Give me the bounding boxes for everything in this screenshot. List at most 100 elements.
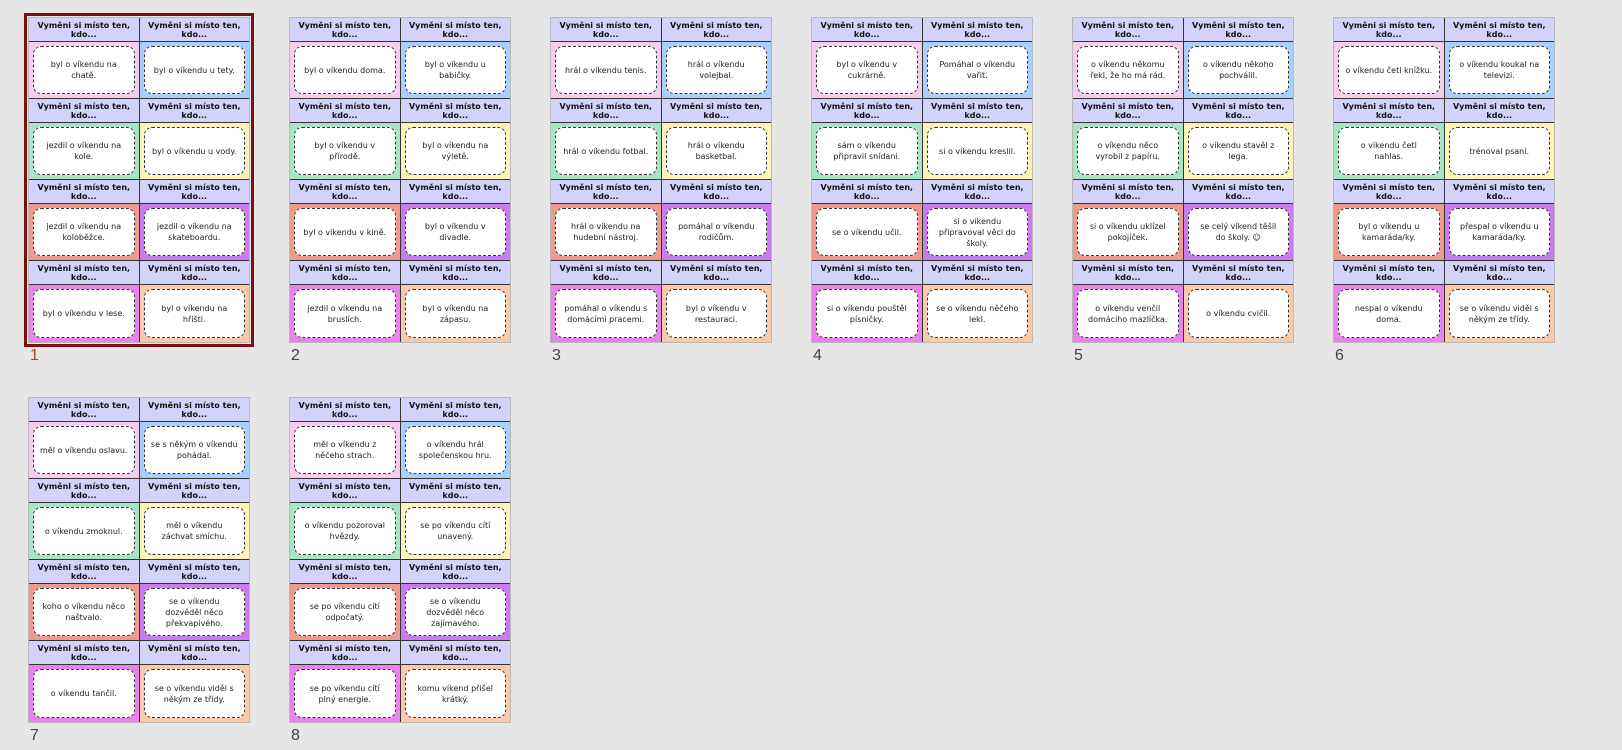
slide-thumbnail[interactable]: Vyměni si místo ten, kdo...měl o víkendu…	[289, 397, 513, 744]
card-body: jezdil o víkendu na koloběžce.	[29, 204, 139, 260]
card-row: Vyměni si místo ten, kdo...se po víkendu…	[290, 560, 510, 641]
card-header: Vyměni si místo ten, kdo...	[139, 180, 249, 204]
slide-thumbnail[interactable]: Vyměni si místo ten, kdo...byl o víkendu…	[289, 17, 513, 364]
card-row: Vyměni si místo ten, kdo...hrál o víkend…	[551, 99, 771, 180]
card-text: hrál o víkendu basketbal.	[665, 127, 767, 175]
card-text: měl o víkendu z něčeho strach.	[294, 426, 396, 474]
card-text: byl o víkendu v kině.	[294, 208, 396, 256]
card-header: Vyměni si místo ten, kdo...	[290, 479, 400, 503]
game-card: Vyměni si místo ten, kdo...byl o víkendu…	[400, 180, 510, 261]
card-body: o víkendu hrál společenskou hru.	[400, 422, 510, 478]
game-card: Vyměni si místo ten, kdo...o víkendu něk…	[1073, 18, 1184, 99]
card-header: Vyměni si místo ten, kdo...	[1073, 99, 1183, 123]
card-body: byl o víkendu na výletě.	[400, 123, 510, 179]
card-body: byl o víkendu v restauraci.	[661, 285, 771, 342]
game-card: Vyměni si místo ten, kdo...si o víkendu …	[922, 99, 1032, 180]
card-body: si o víkendu připravoval věci do školy.	[922, 204, 1032, 260]
slide-preview[interactable]: Vyměni si místo ten, kdo...o víkendu něk…	[1072, 17, 1294, 343]
card-text: o víkendu hrál společenskou hru.	[404, 426, 506, 474]
card-header: Vyměni si místo ten, kdo...	[29, 398, 139, 422]
card-header: Vyměni si místo ten, kdo...	[1183, 180, 1293, 204]
card-row: Vyměni si místo ten, kdo...o víkendu tan…	[29, 641, 249, 722]
card-body: měl o víkendu z něčeho strach.	[290, 422, 400, 478]
card-text: o víkendu zmoknul.	[33, 507, 135, 555]
card-text: hrál o víkendu volejbal.	[665, 46, 767, 94]
card-header: Vyměni si místo ten, kdo...	[1183, 261, 1293, 285]
game-card: Vyměni si místo ten, kdo...byl o víkendu…	[139, 261, 249, 342]
slide-preview[interactable]: Vyměni si místo ten, kdo...byl o víkendu…	[24, 13, 254, 347]
card-header: Vyměni si místo ten, kdo...	[661, 261, 771, 285]
card-text: si o víkendu připravoval věci do školy.	[926, 208, 1028, 256]
game-card: Vyměni si místo ten, kdo... o víkendu hrá…	[400, 398, 510, 479]
card-row: Vyměni si místo ten, kdo...si o víkendu …	[812, 261, 1032, 342]
game-card: Vyměni si místo ten, kdo...byl o víkendu…	[400, 99, 510, 180]
game-card: Vyměni si místo ten, kdo...jezdil o víke…	[139, 180, 249, 261]
game-card: Vyměni si místo ten, kdo...byl o víkendu…	[290, 99, 401, 180]
card-row: Vyměni si místo ten, kdo...nespal o víke…	[1334, 261, 1554, 342]
slide-preview[interactable]: Vyměni si místo ten, kdo...měl o víkendu…	[28, 397, 250, 723]
card-body: o víkendu četl knížku.	[1334, 42, 1444, 98]
card-header: Vyměni si místo ten, kdo...	[290, 560, 400, 584]
card-body: hrál o víkendu na hudební nástroj.	[551, 204, 661, 260]
card-row: Vyměni si místo ten, kdo...o víkendu něc…	[1073, 99, 1293, 180]
slide-thumbnail[interactable]: Vyměni si místo ten, kdo...hrál o víkend…	[550, 17, 774, 364]
slide-thumbnail[interactable]: Vyměni si místo ten, kdo...byl o víkendu…	[811, 17, 1035, 364]
card-body: byl o víkendu u babičky.	[400, 42, 510, 98]
card-text: hrál o víkendu fotbal.	[555, 127, 657, 175]
slide-number: 5	[1074, 347, 1083, 364]
game-card: Vyměni si místo ten, kdo...byl o víkendu…	[661, 261, 771, 342]
slide-preview[interactable]: Vyměni si místo ten, kdo...byl o víkendu…	[811, 17, 1033, 343]
card-body: se po víkendu cítí unavený.	[400, 503, 510, 559]
card-text: byl o víkendu v lese.	[33, 289, 135, 338]
card-row: Vyměni si místo ten, kdo...se po víkendu…	[290, 641, 510, 722]
card-header: Vyměni si místo ten, kdo...	[139, 99, 249, 123]
slide-preview[interactable]: Vyměni si místo ten, kdo...měl o víkendu…	[289, 397, 511, 723]
slide-number: 8	[291, 727, 300, 744]
slide-preview[interactable]: Vyměni si místo ten, kdo...hrál o víkend…	[550, 17, 772, 343]
card-header: Vyměni si místo ten, kdo...	[29, 261, 139, 285]
slide-thumbnail[interactable]: Vyměni si místo ten, kdo...měl o víkendu…	[28, 397, 252, 744]
card-row: Vyměni si místo ten, kdo...byl o víkendu…	[29, 18, 249, 99]
game-card: Vyměni si místo ten, kdo...o víkendu tan…	[29, 641, 140, 722]
card-body: pomáhal o víkendu rodičům.	[661, 204, 771, 260]
card-body: byl o víkendu na zápasu.	[400, 285, 510, 342]
card-text: o víkendu koukal na televizi.	[1448, 46, 1550, 94]
card-header: Vyměni si místo ten, kdo...	[400, 398, 510, 422]
card-body: si o víkendu kreslil.	[922, 123, 1032, 179]
card-text: se s někým o víkendu pohádal.	[143, 426, 245, 474]
card-body: přespal o víkendu u kamaráda/ky.	[1444, 204, 1554, 260]
card-header: Vyměni si místo ten, kdo...	[1444, 99, 1554, 123]
card-body: byl o víkendu na hřišti.	[139, 285, 249, 342]
card-text: pomáhal o víkendu s domácími pracemi.	[555, 289, 657, 338]
card-body: komu víkend přišel krátký.	[400, 665, 510, 722]
slide-preview[interactable]: Vyměni si místo ten, kdo...byl o víkendu…	[289, 17, 511, 343]
slide-thumbnail[interactable]: Vyměni si místo ten, kdo...o víkendu čet…	[1333, 17, 1557, 364]
game-card: Vyměni si místo ten, kdo...byl o víkendu…	[290, 18, 401, 99]
card-text: pomáhal o víkendu rodičům.	[665, 208, 767, 256]
card-text: se celý víkend těšil do školy. ☺	[1187, 208, 1289, 256]
card-text: se o víkendu učil.	[816, 208, 918, 256]
card-body: měl o víkendu oslavu.	[29, 422, 139, 478]
game-card: Vyměni si místo ten, kdo...jezdil o víke…	[29, 180, 140, 261]
game-card: Vyměni si místo ten, kdo...se po víkendu…	[290, 560, 401, 641]
slide-preview[interactable]: Vyměni si místo ten, kdo...o víkendu čet…	[1333, 17, 1555, 343]
game-card: Vyměni si místo ten, kdo... o víkendu kou…	[1444, 18, 1554, 99]
game-card: Vyměni si místo ten, kdo...měl o víkendu…	[290, 398, 401, 479]
card-text: o víkendu četl knížku.	[1338, 46, 1440, 94]
slide-thumbnail[interactable]: Vyměni si místo ten, kdo...byl o víkendu…	[24, 13, 254, 364]
slide-thumbnail[interactable]: Vyměni si místo ten, kdo...o víkendu něk…	[1072, 17, 1296, 364]
card-text: komu víkend přišel krátký.	[404, 669, 506, 718]
game-card: Vyměni si místo ten, kdo...byl o víkendu…	[400, 18, 510, 99]
game-card: Vyměni si místo ten, kdo...se o víkendu …	[922, 261, 1032, 342]
game-card: Vyměni si místo ten, kdo...byl o víkendu…	[29, 18, 140, 99]
game-card: Vyměni si místo ten, kdo...hrál o víkend…	[551, 18, 662, 99]
game-card: Vyměni si místo ten, kdo...koho o víkend…	[29, 560, 140, 641]
card-body: o víkendu pozoroval hvězdy.	[290, 503, 400, 559]
game-card: Vyměni si místo ten, kdo...si o víkendu …	[922, 180, 1032, 261]
card-text: jezdil o víkendu na bruslích.	[294, 289, 396, 338]
card-header: Vyměni si místo ten, kdo...	[1444, 18, 1554, 42]
card-header: Vyměni si místo ten, kdo...	[290, 261, 400, 285]
card-header: Vyměni si místo ten, kdo...	[1073, 261, 1183, 285]
game-card: Vyměni si místo ten, kdo... byl o víkendu…	[29, 261, 140, 342]
card-text: se o víkendu dozvěděl něco překvapivého.	[143, 588, 245, 636]
